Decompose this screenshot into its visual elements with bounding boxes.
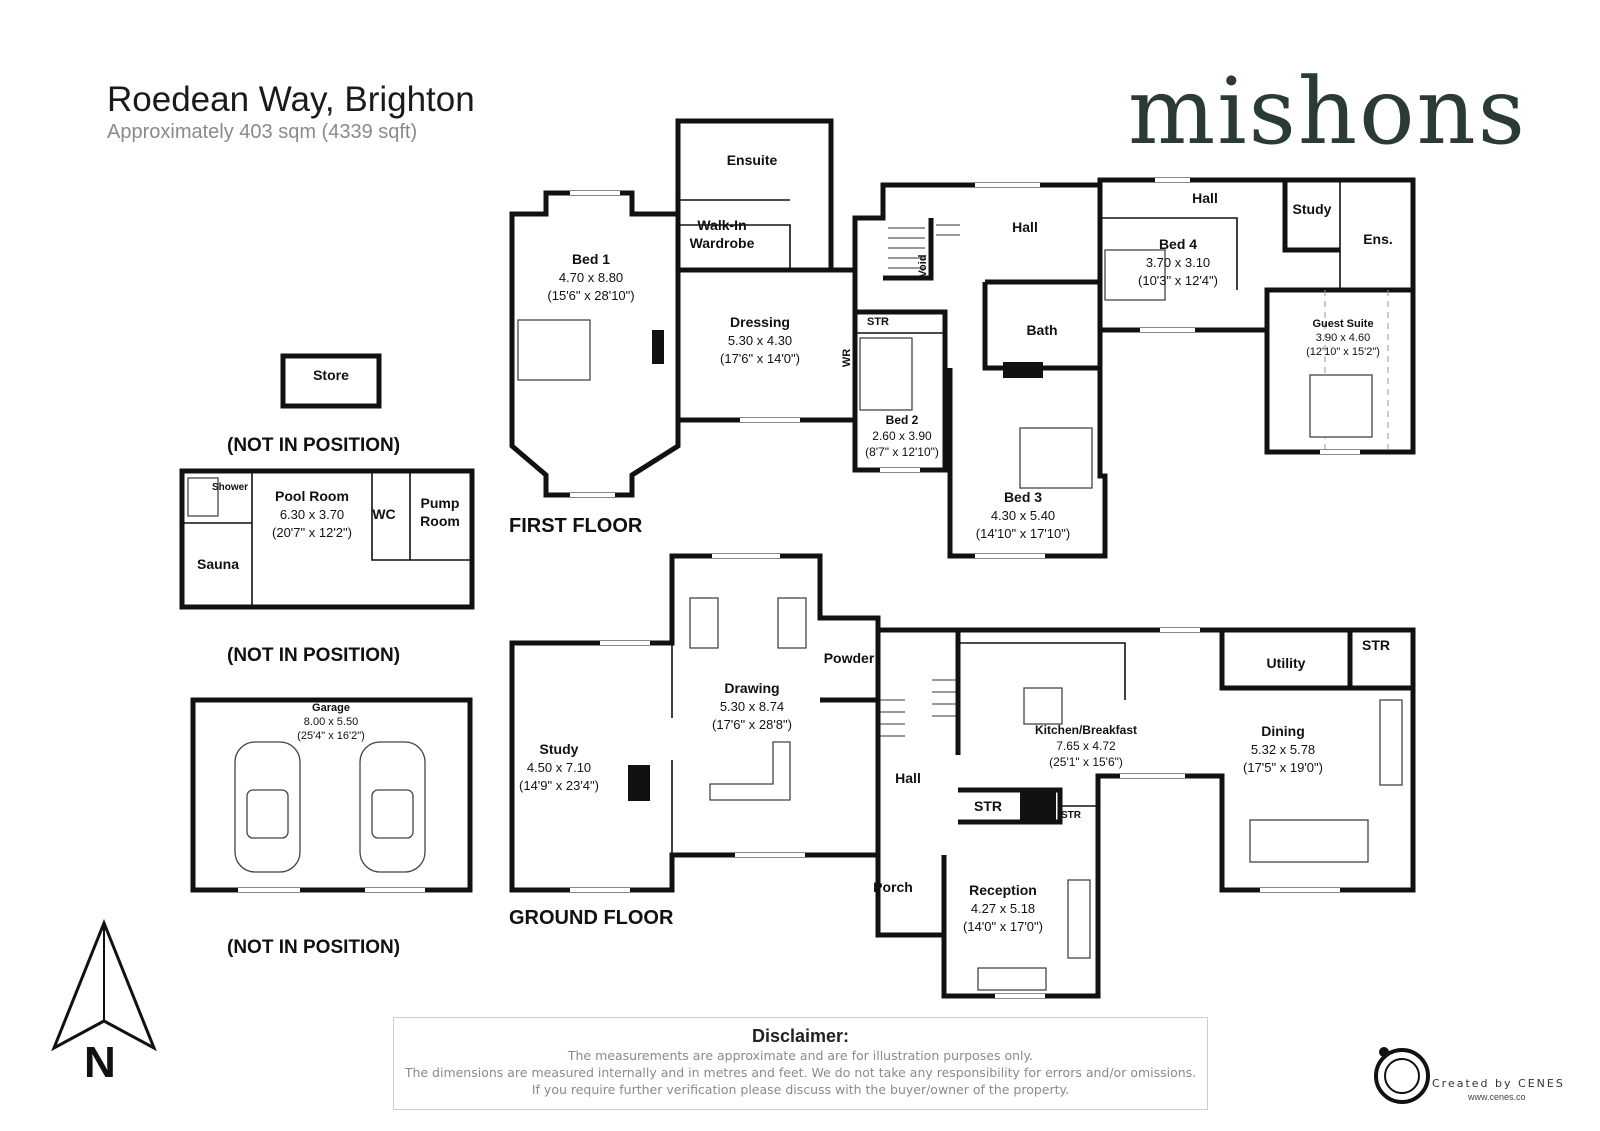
- brand-logo: mishons: [1128, 58, 1527, 165]
- room-reception-metric: 4.27 x 5.18: [971, 901, 1035, 916]
- room-bath: Bath: [1026, 322, 1057, 338]
- room-str-utility: STR: [1362, 637, 1390, 653]
- room-pool-metric: 6.30 x 3.70: [280, 507, 344, 522]
- room-hall-first: Hall: [1012, 219, 1038, 235]
- room-pool: Pool Room: [275, 488, 349, 504]
- first-floor-label: FIRST FLOOR: [509, 515, 643, 537]
- north-arrow-icon: [51, 918, 157, 1052]
- credit-url: www.cenes.co: [1468, 1092, 1526, 1102]
- room-ensuite: Ensuite: [727, 152, 778, 168]
- room-void: Void: [917, 254, 929, 277]
- credit-text: Created by CENES: [1432, 1077, 1565, 1090]
- disclaimer-heading: Disclaimer:: [751, 1026, 850, 1046]
- room-garage-imperial: (25'4" x 16'2"): [297, 730, 365, 742]
- north-letter: N: [84, 1038, 116, 1087]
- room-bed2-imperial: (8'7" x 12'10"): [865, 445, 939, 459]
- room-powder: Powder: [824, 650, 875, 666]
- room-study: Study: [540, 741, 579, 757]
- room-garage-metric: 8.00 x 5.50: [304, 716, 358, 728]
- room-guest: Guest Suite: [1312, 318, 1373, 330]
- room-hall-ground: Hall: [895, 770, 921, 786]
- room-pump-line1: Pump: [421, 495, 460, 511]
- property-title: Roedean Way, Brighton: [107, 80, 475, 119]
- room-shower: Shower: [212, 482, 248, 493]
- disclaimer-line: The measurements are approximate and are…: [567, 1048, 1034, 1063]
- room-study-first: Study: [1293, 201, 1332, 217]
- ground-floor-label: GROUND FLOOR: [509, 907, 674, 929]
- room-study-metric: 4.50 x 7.10: [527, 760, 591, 775]
- room-bed4: Bed 4: [1159, 236, 1197, 252]
- room-pool-imperial: (20'7" x 12'2"): [272, 525, 352, 540]
- room-guest-metric: 3.90 x 4.60: [1316, 332, 1370, 344]
- room-str-small: STR: [1061, 810, 1082, 821]
- room-dining: Dining: [1261, 723, 1305, 739]
- room-kitchen: Kitchen/Breakfast: [1035, 723, 1137, 737]
- room-bed3-metric: 4.30 x 5.40: [991, 508, 1055, 523]
- room-bed4-imperial: (10'3" x 12'4"): [1138, 273, 1218, 288]
- floor-labels: FIRST FLOOR GROUND FLOOR (NOT IN POSITIO…: [227, 435, 674, 958]
- room-porch: Porch: [873, 879, 913, 895]
- not-in-position-pool: (NOT IN POSITION): [227, 645, 400, 666]
- room-str-first: STR: [867, 316, 889, 328]
- room-hall-upper: Hall: [1192, 190, 1218, 206]
- room-reception-imperial: (14'0" x 17'0"): [963, 919, 1043, 934]
- room-dressing-imperial: (17'6" x 14'0"): [720, 351, 800, 366]
- room-bed3-imperial: (14'10" x 17'10"): [976, 526, 1070, 541]
- room-drawing-metric: 5.30 x 8.74: [720, 699, 784, 714]
- room-bed1: Bed 1: [572, 251, 610, 267]
- room-dressing-metric: 5.30 x 4.30: [728, 333, 792, 348]
- room-dressing: Dressing: [730, 314, 790, 330]
- disclaimer-line: The dimensions are measured internally a…: [404, 1065, 1197, 1080]
- room-sauna: Sauna: [197, 556, 239, 572]
- room-guest-imperial: (12'10" x 15'2"): [1306, 346, 1380, 358]
- room-study-imperial: (14'9" x 23'4"): [519, 778, 599, 793]
- ground-floor-plan: [509, 553, 1416, 999]
- room-bed4-metric: 3.70 x 3.10: [1146, 255, 1210, 270]
- room-wr: WR: [841, 349, 853, 367]
- first-floor-plan: [509, 118, 1416, 559]
- room-bed1-imperial: (15'6" x 28'10"): [547, 288, 634, 303]
- cenes-logo-icon: [1374, 1047, 1430, 1104]
- room-bed2-metric: 2.60 x 3.90: [872, 429, 932, 443]
- room-bed2: Bed 2: [886, 413, 919, 427]
- room-str-hall: STR: [974, 798, 1002, 814]
- disclaimer-box: Disclaimer: The measurements are approxi…: [393, 1017, 1208, 1110]
- room-bed3: Bed 3: [1004, 489, 1042, 505]
- room-walkin-line1: Walk-In: [697, 217, 746, 233]
- property-area: Approximately 403 sqm (4339 sqft): [107, 121, 418, 143]
- room-reception: Reception: [969, 882, 1037, 898]
- room-labels: Ensuite Walk-In Wardrobe Bed 1 4.70 x 8.…: [197, 152, 1393, 934]
- room-store: Store: [313, 367, 349, 383]
- room-wc: WC: [372, 506, 395, 522]
- room-bed1-metric: 4.70 x 8.80: [559, 270, 623, 285]
- outbuildings-plan: [179, 353, 475, 893]
- room-dining-metric: 5.32 x 5.78: [1251, 742, 1315, 757]
- not-in-position-garage: (NOT IN POSITION): [227, 937, 400, 958]
- room-pump-line2: Room: [420, 513, 460, 529]
- room-kitchen-imperial: (25'1" x 15'6"): [1049, 755, 1123, 769]
- room-utility: Utility: [1267, 655, 1306, 671]
- room-dining-imperial: (17'5" x 19'0"): [1243, 760, 1323, 775]
- room-garage: Garage: [312, 702, 350, 714]
- disclaimer-line: If you require further verification plea…: [531, 1082, 1070, 1097]
- room-drawing: Drawing: [724, 680, 779, 696]
- room-walkin-line2: Wardrobe: [690, 235, 755, 251]
- room-ens: Ens.: [1363, 231, 1393, 247]
- room-kitchen-metric: 7.65 x 4.72: [1056, 739, 1116, 753]
- not-in-position-store: (NOT IN POSITION): [227, 435, 400, 456]
- room-drawing-imperial: (17'6" x 28'8"): [712, 717, 792, 732]
